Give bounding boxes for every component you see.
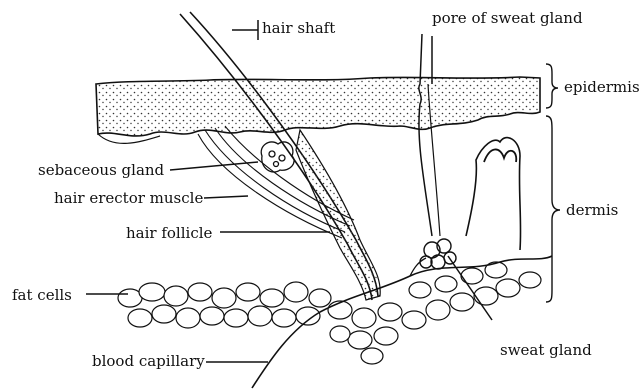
label-sebaceous-gland: sebaceous gland [38,163,164,178]
label-hair-follicle: hair follicle [126,226,212,241]
leader-sebaceous [170,162,258,170]
label-sweat-gland: sweat gland [500,343,592,358]
papilla-capillary-loop [484,149,516,162]
label-hair-shaft: hair shaft [262,21,335,36]
dermis-brace [546,116,560,302]
label-blood-capillary: blood capillary [92,354,205,369]
hair-shaft-outline [180,14,372,300]
sweat-gland-duct [419,34,432,236]
label-hair-erector-muscle: hair erector muscle [54,191,203,206]
fat-cells-layer [118,262,541,364]
epidermis-brace [546,64,558,108]
label-fat-cells: fat cells [12,288,72,303]
dermal-papilla [466,138,521,250]
label-pore-of-sweat-gland: pore of sweat gland [432,11,583,26]
leader-erector [204,196,248,198]
sebaceous-gland-shape [261,142,294,172]
label-dermis: dermis [566,203,618,218]
leader-hair-shaft [232,20,258,40]
sweat-gland-coil [420,239,456,269]
epidermis-layer [96,77,540,136]
label-epidermis: epidermis [564,80,640,95]
